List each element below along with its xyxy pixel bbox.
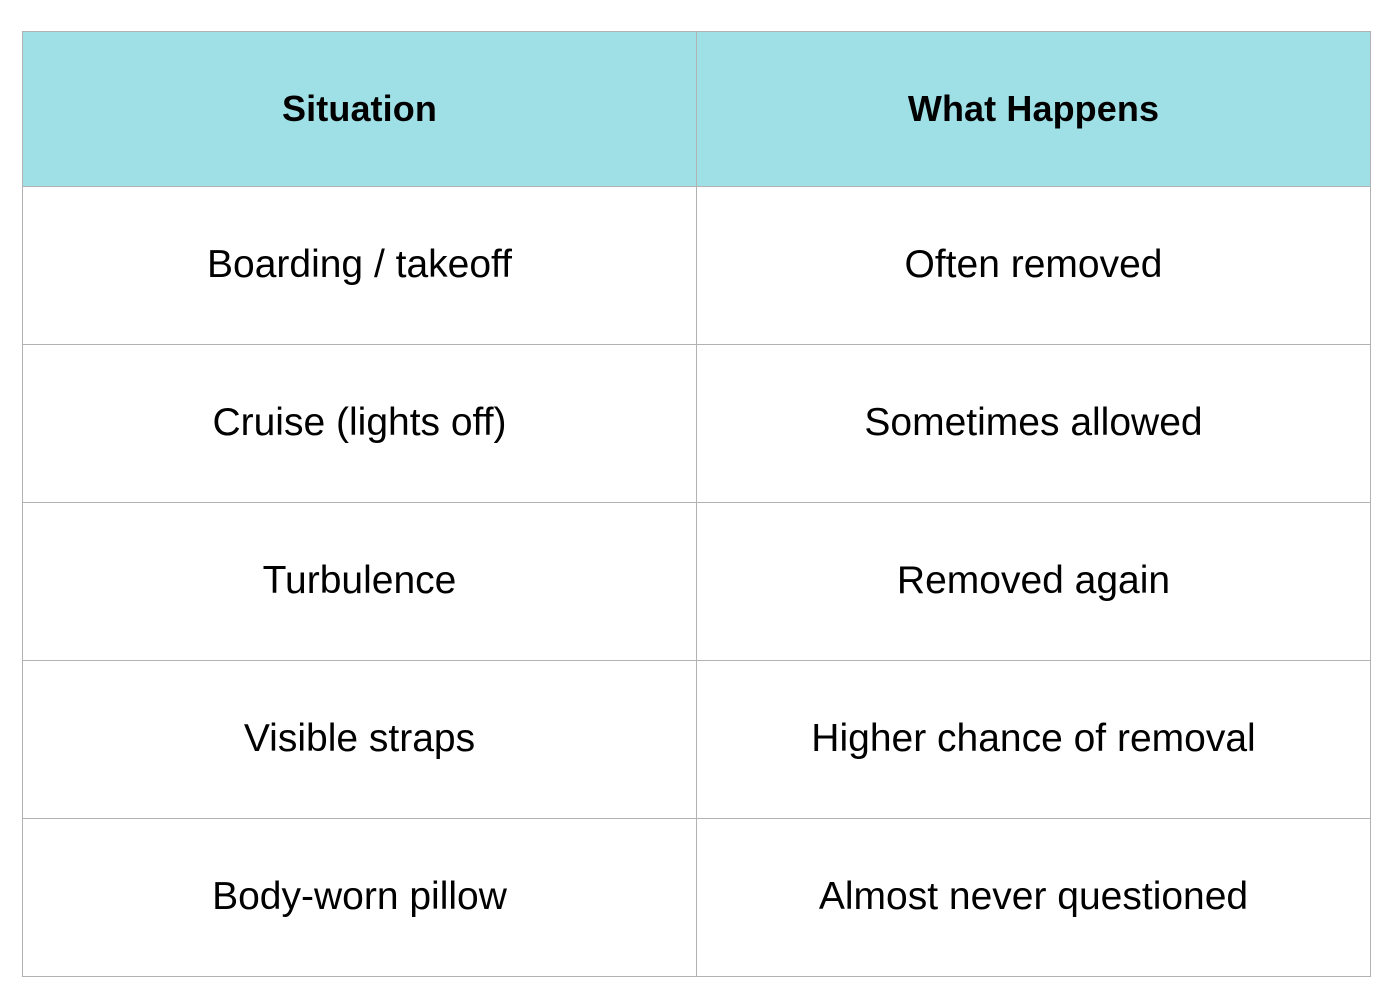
table-row: Body-worn pillow Almost never questioned xyxy=(22,818,1371,977)
table-row: Turbulence Removed again xyxy=(22,502,1371,661)
table-body: Boarding / takeoff Often removed Cruise … xyxy=(22,186,1371,977)
cell-what-happens: Removed again xyxy=(696,502,1371,661)
column-header-what-happens: What Happens xyxy=(696,31,1371,187)
cell-situation: Visible straps xyxy=(22,660,697,819)
cell-what-happens: Almost never questioned xyxy=(696,818,1371,977)
cell-what-happens: Often removed xyxy=(696,186,1371,345)
cell-what-happens: Sometimes allowed xyxy=(696,344,1371,503)
cell-situation: Turbulence xyxy=(22,502,697,661)
table-row: Boarding / takeoff Often removed xyxy=(22,186,1371,345)
column-header-situation: Situation xyxy=(22,31,697,187)
cell-situation: Body-worn pillow xyxy=(22,818,697,977)
table-header-row: Situation What Happens xyxy=(22,31,1371,187)
table-row: Visible straps Higher chance of removal xyxy=(22,660,1371,819)
cell-situation: Cruise (lights off) xyxy=(22,344,697,503)
table-header: Situation What Happens xyxy=(22,31,1371,187)
table-row: Cruise (lights off) Sometimes allowed xyxy=(22,344,1371,503)
cell-what-happens: Higher chance of removal xyxy=(696,660,1371,819)
table-container: Situation What Happens Boarding / takeof… xyxy=(22,31,1371,977)
comparison-table: Situation What Happens Boarding / takeof… xyxy=(22,31,1371,977)
cell-situation: Boarding / takeoff xyxy=(22,186,697,345)
